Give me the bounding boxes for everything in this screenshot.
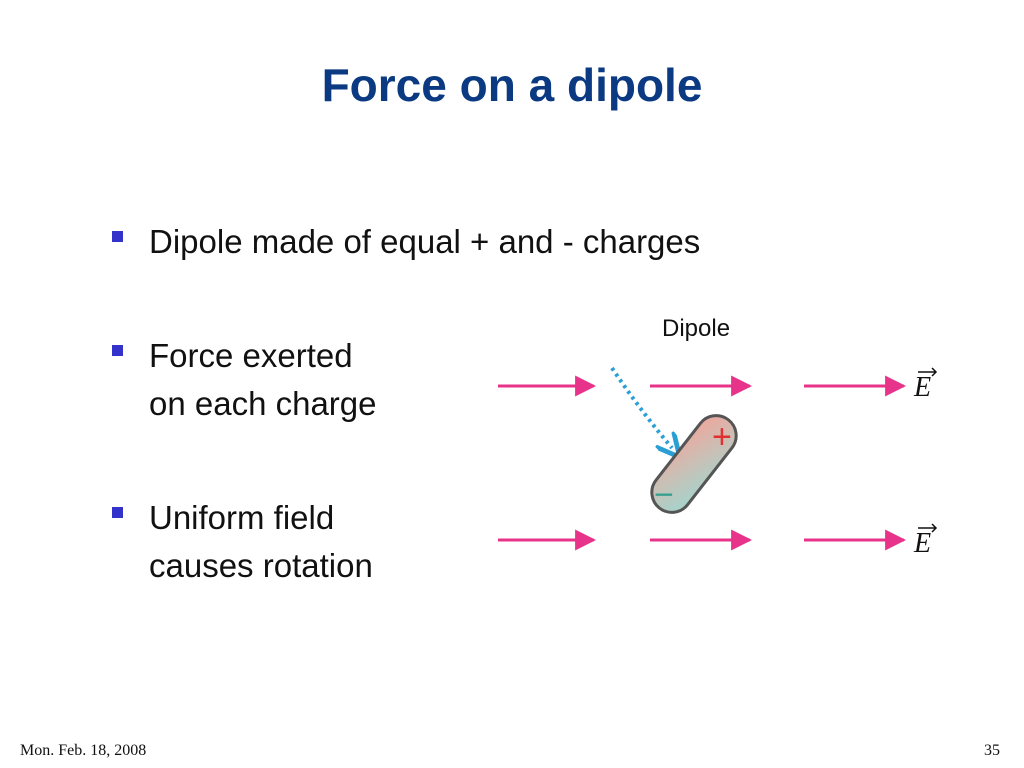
plus-sign: + — [712, 418, 732, 456]
bullet-square-icon — [112, 507, 123, 518]
vector-arrow-icon — [918, 523, 938, 533]
bullet-line: on each charge — [149, 385, 377, 422]
field-arrow-row-top: E — [498, 367, 938, 403]
vector-arrow-icon — [918, 367, 938, 377]
bullet-line: causes rotation — [149, 547, 373, 584]
field-label-bottom: E — [913, 528, 931, 559]
footer-date: Mon. Feb. 18, 2008 — [20, 742, 147, 759]
bullet-text: Uniform field causes rotation — [149, 494, 373, 590]
bullet-item-dipole: Dipole made of equal + and - charges — [112, 218, 700, 266]
page-number: 35 — [984, 742, 1000, 759]
bullet-line: Dipole made of equal + and - charges — [149, 223, 701, 260]
minus-sign: − — [654, 476, 674, 514]
bullet-square-icon — [112, 345, 123, 356]
bullet-item-rotation: Uniform field causes rotation — [112, 494, 452, 590]
bullet-text: Force exerted on each charge — [149, 332, 377, 428]
bullet-square-icon — [112, 231, 123, 242]
dipole-capsule — [650, 414, 738, 514]
bullet-line: Uniform field — [149, 499, 335, 536]
slide-title: Force on a dipole — [321, 59, 703, 111]
bullet-text: Dipole made of equal + and - charges — [149, 218, 700, 266]
dipole-label: Dipole — [662, 315, 730, 342]
field-label-top: E — [913, 372, 931, 403]
bullet-item-force: Force exerted on each charge — [112, 332, 452, 428]
bullet-line: Force exerted — [149, 337, 353, 374]
field-arrow-row-bottom: E — [498, 523, 938, 559]
dipole-diagram: Dipole E E + − — [498, 315, 938, 559]
dotted-pointer-arrow — [610, 366, 672, 448]
